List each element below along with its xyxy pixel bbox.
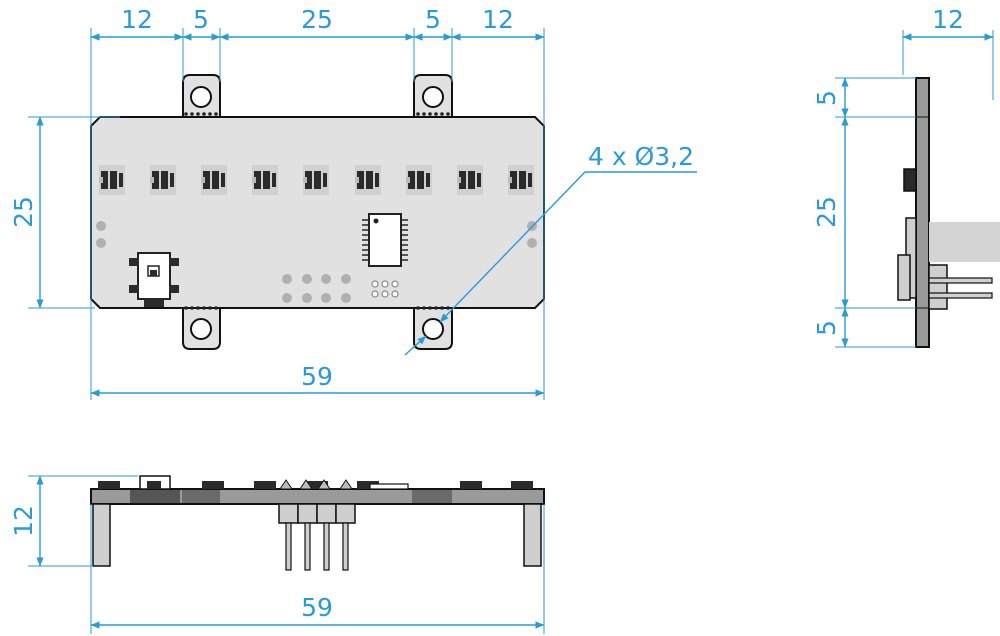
sensor-row [99,165,534,195]
dim-label: 12 [932,5,964,34]
side-component [903,168,917,192]
pads [96,221,537,303]
side-view [897,77,1000,348]
dim-label: 5 [193,5,209,34]
side-pcb [915,77,930,348]
dim-label: 59 [301,362,333,391]
dim-label: 59 [301,593,333,622]
top-view-dimensions: 12 5 25 5 12 25 59 4 x Ø3,2 [9,5,697,400]
top-view [90,74,545,350]
side-view-dimensions: 12 5 25 5 [812,5,994,348]
dim-label: 5 [425,5,441,34]
mounting-hole [422,86,444,108]
mounting-hole [190,318,212,340]
ic-chip [362,213,408,267]
slide-switch [129,252,179,307]
dim-label: 25 [301,5,333,34]
front-view-dimensions: 12 59 [9,475,545,634]
via-dots [184,112,450,310]
side-header-body [928,264,948,310]
side-cable [929,222,1000,262]
hole-callout: 4 x Ø3,2 [588,142,694,171]
side-header-pin [928,292,993,299]
dim-label: 5 [812,90,841,106]
dim-label: 25 [812,196,841,228]
dim-label: 12 [121,5,153,34]
front-standoff [523,503,542,567]
mounting-hole [422,318,444,340]
dim-label: 12 [9,505,38,537]
mounting-hole [190,86,212,108]
dim-label: 12 [482,5,514,34]
front-standoff [92,503,111,567]
dim-label: 25 [9,196,38,228]
front-header [278,503,356,571]
side-header-pin [928,277,993,284]
dim-label: 5 [812,320,841,336]
front-components [98,475,533,490]
small-pads [371,280,399,298]
front-view [90,475,545,571]
